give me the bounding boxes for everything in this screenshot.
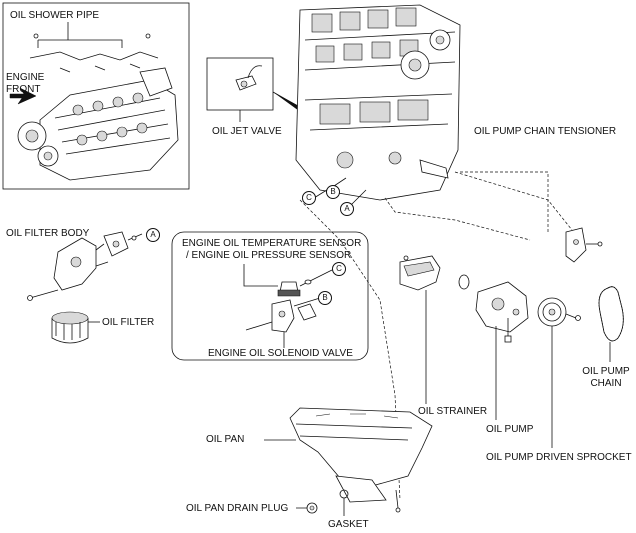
engine-front-arrow	[9, 87, 37, 105]
label-drain-plug: OIL PAN DRAIN PLUG	[186, 503, 289, 514]
label-solenoid-valve: ENGINE OIL SOLENOID VALVE	[208, 348, 353, 359]
label-oil-pump: OIL PUMP	[486, 424, 534, 435]
label-oil-pump-chain-2: CHAIN	[590, 378, 622, 389]
label-oil-filter-body: OIL FILTER BODY	[6, 228, 90, 239]
label-oil-pump-chain-tensioner: OIL PUMP CHAIN TENSIONER	[474, 126, 617, 137]
label-oil-jet-valve: OIL JET VALVE	[212, 126, 282, 137]
cylinder-head-inset	[39, 79, 179, 181]
callout-b-block: B	[326, 185, 340, 199]
label-engine-front-1: ENGINE	[6, 72, 45, 83]
label-oil-shower-pipe: OIL SHOWER PIPE	[10, 10, 100, 21]
callout-a-filter: A	[146, 228, 160, 242]
callout-b-solenoid: B	[318, 291, 332, 305]
sensor-group-box	[171, 231, 369, 361]
label-temp-sensor-1: ENGINE OIL TEMPERATURE SENSOR	[182, 238, 362, 249]
callout-c-block: C	[302, 191, 316, 205]
callout-c-sensor: C	[332, 262, 346, 276]
oil-filter	[51, 317, 89, 344]
shower-pipe-leader	[37, 22, 123, 48]
label-gasket: GASKET	[328, 519, 369, 530]
label-oil-pan: OIL PAN	[206, 434, 245, 445]
oil-pump-chain	[598, 286, 624, 342]
chain-tensioner	[565, 227, 587, 263]
strainer-o-ring	[458, 274, 470, 290]
label-engine-front-2: FRONT	[6, 84, 41, 95]
label-oil-strainer: OIL STRAINER	[418, 406, 488, 417]
label-oil-filter: OIL FILTER	[102, 317, 155, 328]
label-oil-pump-chain-1: OIL PUMP	[582, 366, 630, 377]
oil-pan	[289, 407, 433, 487]
label-temp-sensor-2: / ENGINE OIL PRESSURE SENSOR	[186, 250, 352, 261]
inset-frame	[2, 2, 190, 190]
callout-a-block: A	[340, 202, 354, 216]
oil-shower-pipe	[29, 51, 159, 61]
label-driven-sprocket: OIL PUMP DRIVEN SPROCKET	[486, 452, 632, 463]
